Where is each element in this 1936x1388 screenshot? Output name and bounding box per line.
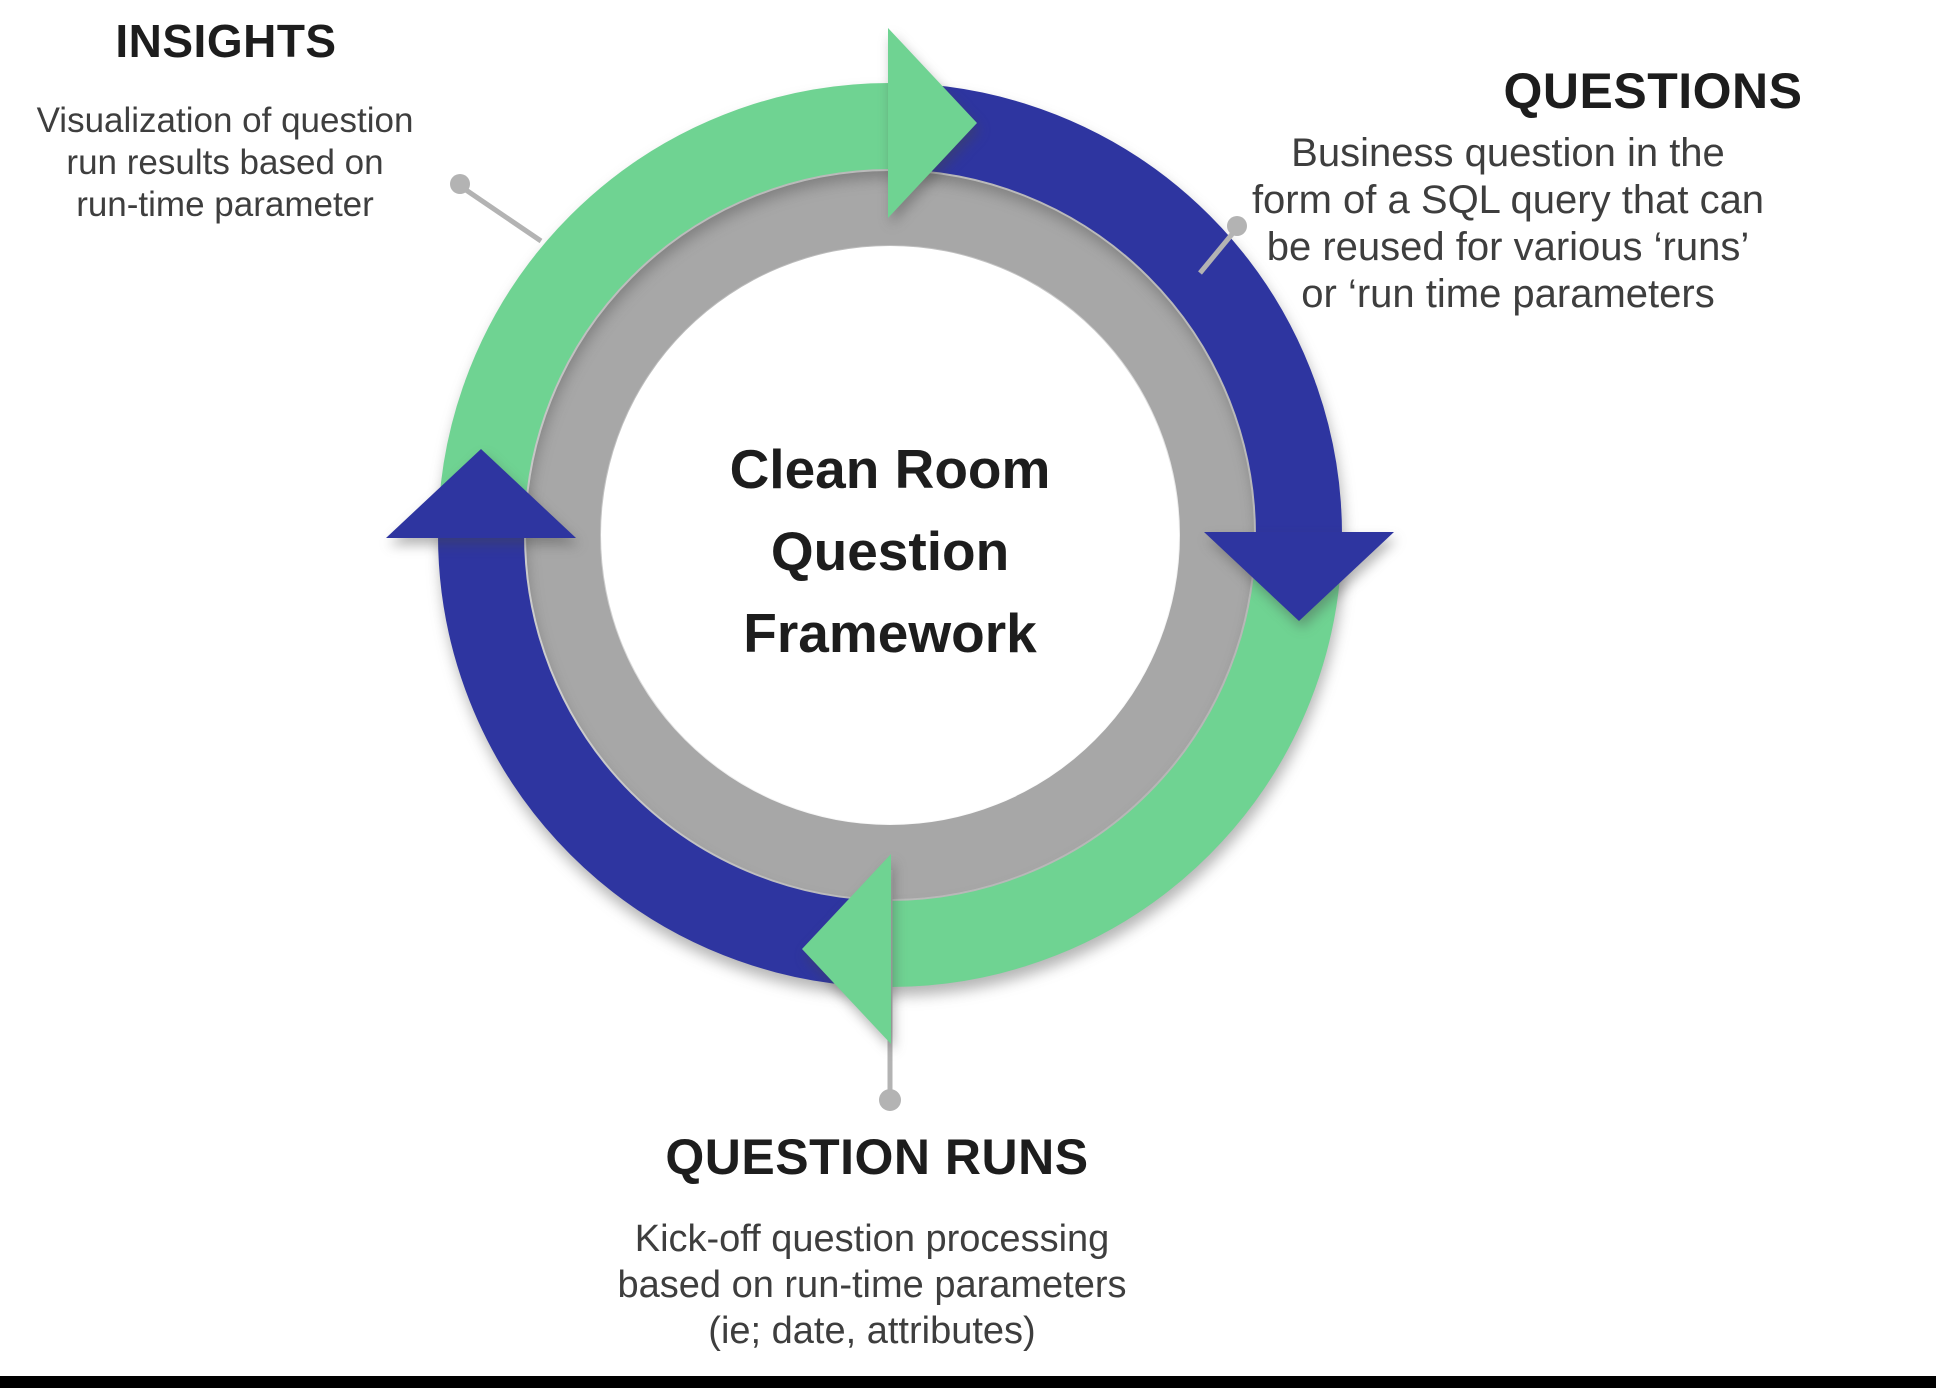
cycle-arrowheads bbox=[386, 28, 1394, 1044]
questions-heading: QUESTIONS bbox=[1503, 63, 1803, 119]
questions-connector-dot bbox=[1227, 216, 1247, 236]
diagram-title-line: Framework bbox=[743, 602, 1037, 664]
questions-description-line: form of a SQL query that can bbox=[1251, 178, 1765, 222]
green-arrow-left-icon bbox=[802, 854, 891, 1044]
diagram-title-line: Clean Room bbox=[729, 438, 1051, 500]
questions-connector-line bbox=[1198, 231, 1235, 275]
insights-connector-dot bbox=[450, 174, 470, 194]
question-runs-heading: QUESTION RUNS bbox=[665, 1129, 1089, 1185]
questions-description: Business question in the form of a SQL q… bbox=[1252, 130, 1764, 318]
blue-arrow-up-icon bbox=[386, 449, 576, 538]
blue-arc-top-right bbox=[889, 83, 1342, 536]
blue-arrow-down-icon bbox=[1204, 532, 1394, 621]
center-disc bbox=[601, 246, 1179, 824]
questions-description-line: Business question in the bbox=[1291, 131, 1725, 175]
insights-description-line: run-time parameter bbox=[76, 185, 374, 224]
questions-description-line: or ‘run time parameters bbox=[1301, 272, 1715, 316]
diagram-title: Clean Room Question Framework bbox=[730, 428, 1051, 674]
green-arc-top-left bbox=[438, 83, 891, 536]
green-arc-bottom-right bbox=[889, 534, 1342, 987]
blue-arc-bottom-left bbox=[438, 534, 891, 987]
insights-heading: INSIGHTS bbox=[115, 15, 337, 67]
question-runs-description-line: Kick-off question processing bbox=[634, 1218, 1110, 1260]
insights-description: Visualization of question run results ba… bbox=[37, 100, 414, 226]
question-runs-description: Kick-off question processing based on ru… bbox=[617, 1216, 1126, 1354]
question-runs-description-line: (ie; date, attributes) bbox=[708, 1310, 1036, 1352]
questions-description-line: be reused for various ‘runs’ bbox=[1266, 225, 1750, 269]
diagram-title-line: Question bbox=[770, 520, 1010, 582]
cycle-arcs bbox=[438, 83, 1342, 987]
question-runs-description-line: based on run-time parameters bbox=[617, 1264, 1127, 1306]
bottom-border-bar bbox=[0, 1376, 1936, 1388]
question-runs-connector-dot bbox=[879, 1089, 901, 1111]
insights-connector-line bbox=[464, 187, 543, 244]
insights-description-line: run results based on bbox=[66, 143, 384, 182]
insights-description-line: Visualization of question bbox=[36, 101, 414, 140]
green-arrow-right-icon bbox=[888, 28, 977, 218]
